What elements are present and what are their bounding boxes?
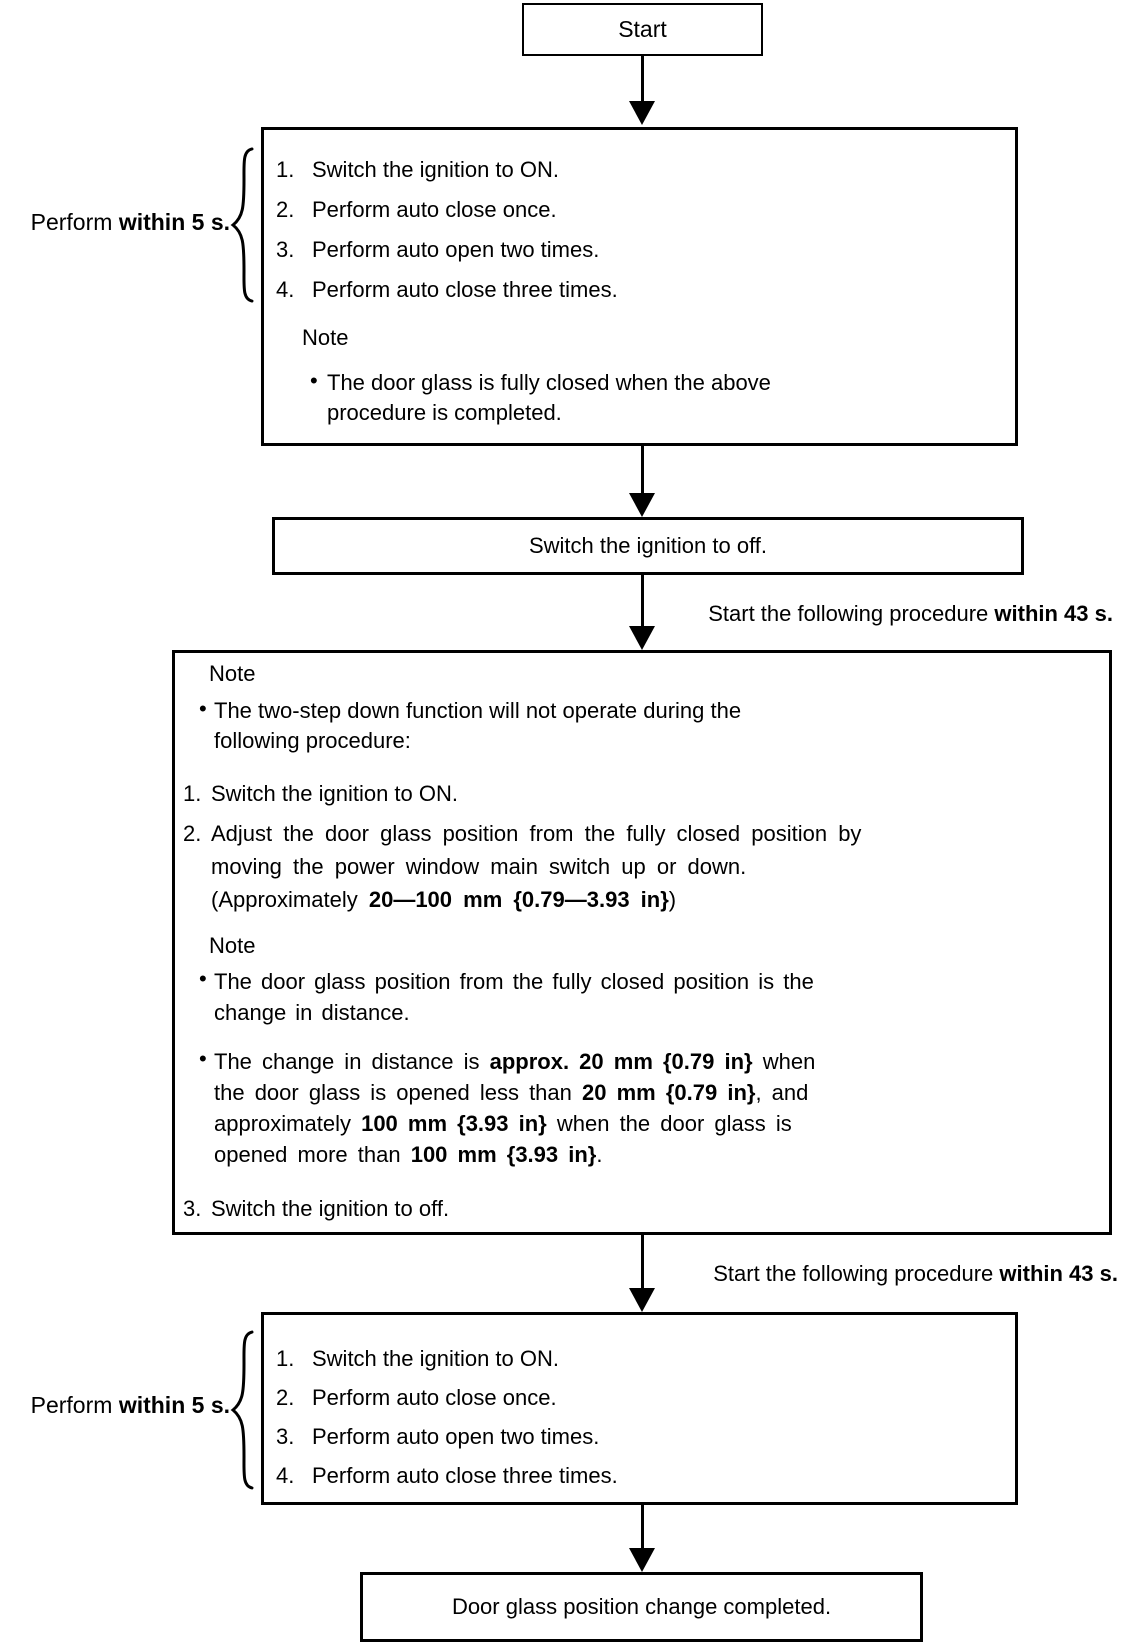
perform-within-5s-label-2: Perform within 5 s. <box>30 1392 230 1418</box>
completed-label: Door glass position change completed. <box>451 1594 832 1619</box>
step-number: 3. <box>183 1196 202 1221</box>
note-bullet-text: The change in distance is approx. 20 mm … <box>214 1049 816 1167</box>
note-bullet: • The door glass is fully closed when th… <box>264 368 1015 428</box>
step-number: 4. <box>276 1463 295 1488</box>
repeat-procedure-box: 1. Switch the ignition to ON. 2. Perform… <box>261 1312 1018 1505</box>
bullet-icon: • <box>199 696 207 721</box>
step-number: 1. <box>183 781 202 806</box>
arrow-shaft <box>640 446 644 493</box>
bullet-icon: • <box>199 966 207 991</box>
step-row: 2. Adjust the door glass position from t… <box>175 817 1109 916</box>
note-title: Note <box>302 325 349 350</box>
start-node: Start <box>522 3 763 56</box>
note-title: Note <box>209 661 256 686</box>
arrow-shaft <box>640 1505 644 1548</box>
note-bullet: • The door glass position from the fully… <box>175 966 1109 1028</box>
step-text: Perform auto open two times. <box>312 237 600 262</box>
step-text: Switch the ignition to off. <box>211 1196 450 1221</box>
flow-arrow-3 <box>629 575 655 650</box>
arrow-shaft <box>640 56 644 101</box>
step-number: 1. <box>276 157 295 182</box>
note-bullet: • The two-step down function will not op… <box>175 696 1109 756</box>
step-number: 3. <box>276 1424 295 1449</box>
step-text: Perform auto close once. <box>312 1385 557 1410</box>
start-within-43s-label-2: Start the following procedure within 43 … <box>713 1261 1118 1286</box>
step-text: Perform auto close three times. <box>312 1463 618 1488</box>
arrow-head-icon <box>629 626 655 650</box>
arrow-shaft <box>640 575 644 626</box>
flow-arrow-1 <box>629 56 655 125</box>
arrow-head-icon <box>629 1548 655 1572</box>
step-row: 3. Switch the ignition to off. <box>175 1195 1109 1223</box>
step-row: 2. Perform auto close once. <box>264 196 1015 236</box>
left-brace-icon <box>228 146 254 304</box>
flow-arrow-2 <box>629 446 655 517</box>
bullet-icon: • <box>199 1046 207 1071</box>
step-row: 1. Switch the ignition to ON. <box>264 1345 1015 1384</box>
step-number: 4. <box>276 277 295 302</box>
step-row: 4. Perform auto close three times. <box>264 276 1015 316</box>
first-procedure-steps: 1. Switch the ignition to ON. 2. Perform… <box>264 156 1015 316</box>
arrow-head-icon <box>629 101 655 125</box>
left-brace-icon <box>228 1329 254 1491</box>
flow-arrow-5 <box>629 1505 655 1572</box>
step-row: 1. Switch the ignition to ON. <box>264 156 1015 196</box>
arrow-head-icon <box>629 493 655 517</box>
bullet-icon: • <box>310 368 318 393</box>
arrow-shaft <box>640 1235 644 1288</box>
step-number: 2. <box>183 821 202 846</box>
note-bullet-text: The door glass position from the fully c… <box>214 969 814 1025</box>
ignition-off-label: Switch the ignition to off. <box>528 533 768 558</box>
first-procedure-box: 1. Switch the ignition to ON. 2. Perform… <box>261 127 1018 446</box>
step-row: 2. Perform auto close once. <box>264 1384 1015 1423</box>
step-text: Switch the ignition to ON. <box>312 1346 560 1371</box>
note-bullet-text: The door glass is fully closed when the … <box>327 370 771 425</box>
step-text: Switch the ignition to ON. <box>312 157 560 182</box>
completed-box: Door glass position change completed. <box>360 1572 923 1642</box>
perform-within-5s-label-1: Perform within 5 s. <box>30 209 230 235</box>
arrow-head-icon <box>629 1288 655 1312</box>
ignition-off-box: Switch the ignition to off. <box>272 517 1024 575</box>
start-node-label: Start <box>618 16 667 42</box>
step-number: 2. <box>276 197 295 222</box>
step-text: Switch the ignition to ON. <box>211 781 459 806</box>
step-number: 3. <box>276 237 295 262</box>
note-bullet-text: The two-step down function will not oper… <box>214 698 742 753</box>
start-within-43s-label-1: Start the following procedure within 43 … <box>708 601 1113 626</box>
step-text: Perform auto close once. <box>312 197 557 222</box>
step-row: 3. Perform auto open two times. <box>264 236 1015 276</box>
repeat-procedure-steps: 1. Switch the ignition to ON. 2. Perform… <box>264 1345 1015 1501</box>
step-row: 4. Perform auto close three times. <box>264 1462 1015 1501</box>
step-text: Adjust the door glass position from the … <box>211 821 862 912</box>
step-number: 2. <box>276 1385 295 1410</box>
step-row: 3. Perform auto open two times. <box>264 1423 1015 1462</box>
step-number: 1. <box>276 1346 295 1371</box>
adjust-procedure-box: Note • The two-step down function will n… <box>172 650 1112 1235</box>
step-text: Perform auto close three times. <box>312 277 618 302</box>
step-text: Perform auto open two times. <box>312 1424 600 1449</box>
note-bullet: • The change in distance is approx. 20 m… <box>175 1046 1109 1170</box>
flow-arrow-4 <box>629 1235 655 1312</box>
step-row: 1. Switch the ignition to ON. <box>175 780 1109 808</box>
note-title: Note <box>209 933 256 958</box>
